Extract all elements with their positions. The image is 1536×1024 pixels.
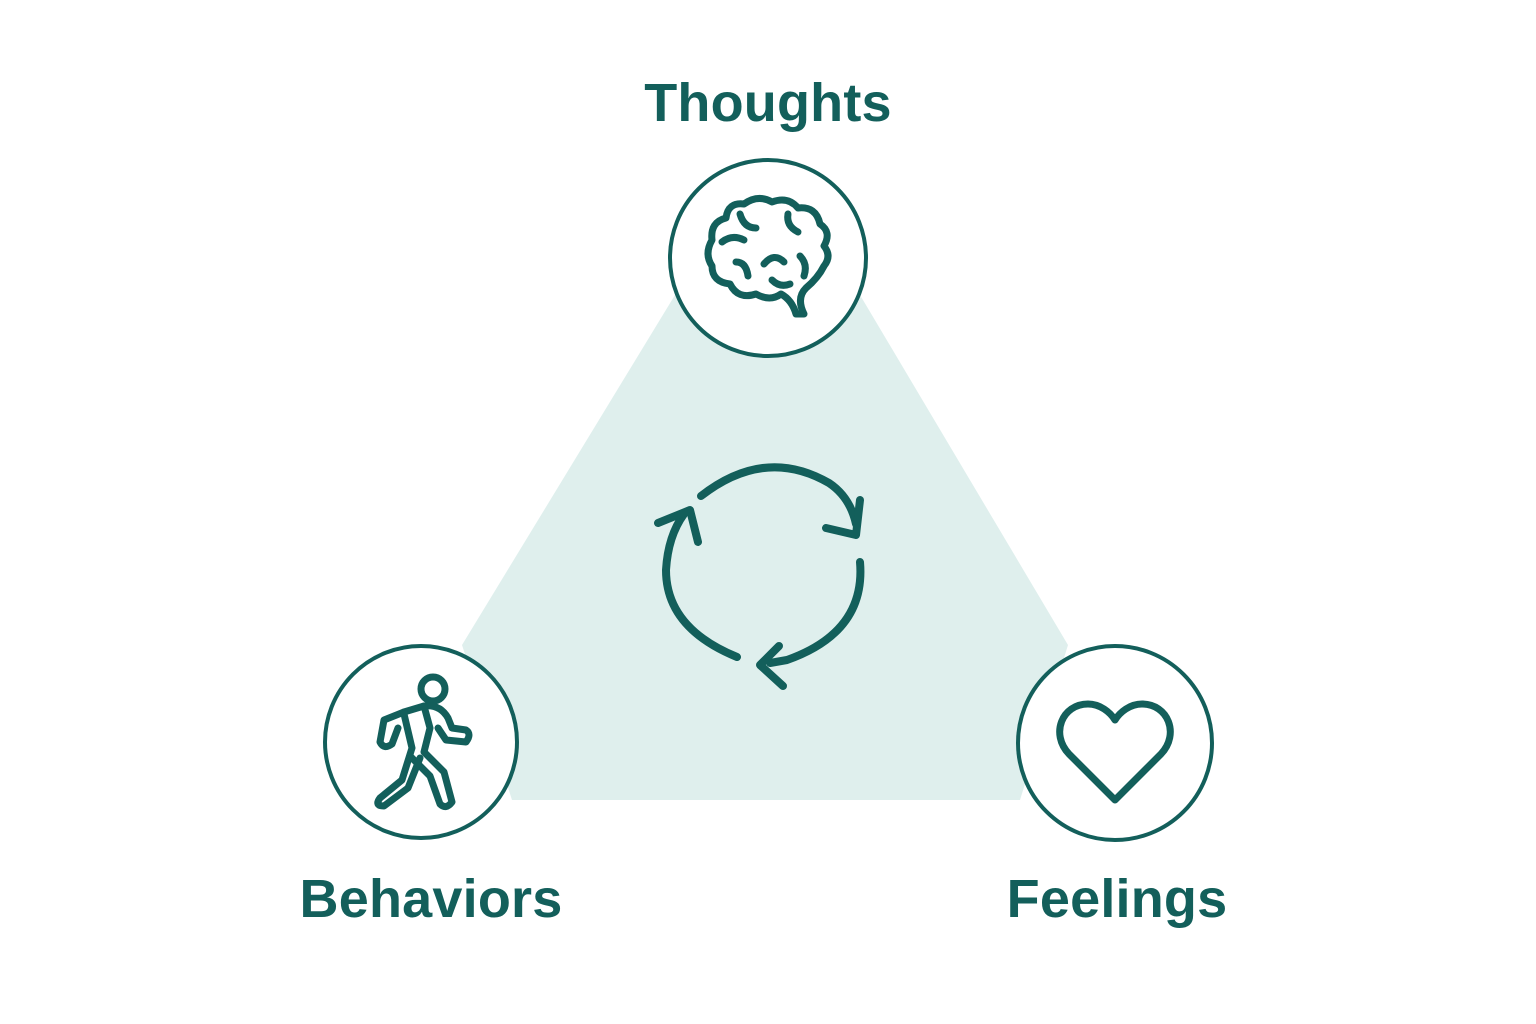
feelings-circle — [1016, 644, 1214, 842]
thoughts-node — [668, 158, 868, 358]
feelings-label: Feelings — [1006, 869, 1228, 929]
behaviors-node — [323, 644, 519, 840]
walking-person-icon — [374, 673, 473, 811]
heart-icon — [1056, 700, 1174, 804]
thoughts-label: Thoughts — [644, 73, 892, 133]
connection-triangle — [462, 295, 1068, 800]
cycle-arrows-icon — [654, 463, 865, 690]
behaviors-label: Behaviors — [299, 869, 563, 929]
feelings-node — [1016, 644, 1214, 842]
behaviors-circle — [323, 644, 519, 840]
brain-icon — [704, 195, 832, 318]
